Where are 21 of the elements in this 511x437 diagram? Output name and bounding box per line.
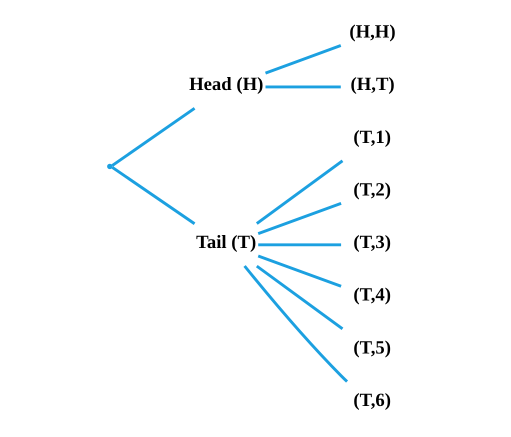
connector (110, 166, 195, 225)
node-text: (T,5) (352, 337, 391, 358)
node-text: (T,1) (352, 126, 391, 148)
connector (258, 243, 341, 246)
node-text: (T,6) (352, 390, 391, 412)
connector (255, 160, 343, 225)
node-point (106, 164, 112, 170)
connector (257, 254, 342, 288)
node-text: (H,T) (350, 74, 394, 96)
node-text: (T,2) (352, 179, 391, 200)
node-text: Tail (T) (196, 232, 256, 254)
connector (264, 44, 341, 74)
node-text: (T,4) (352, 284, 391, 306)
connector (242, 265, 348, 383)
connector (257, 202, 342, 236)
connector (255, 264, 343, 330)
connector (265, 85, 340, 88)
node-text: (T,3) (352, 232, 391, 254)
node-text: Head (H) (188, 74, 263, 96)
connector (110, 107, 195, 167)
node-text: (H,H) (348, 22, 396, 43)
